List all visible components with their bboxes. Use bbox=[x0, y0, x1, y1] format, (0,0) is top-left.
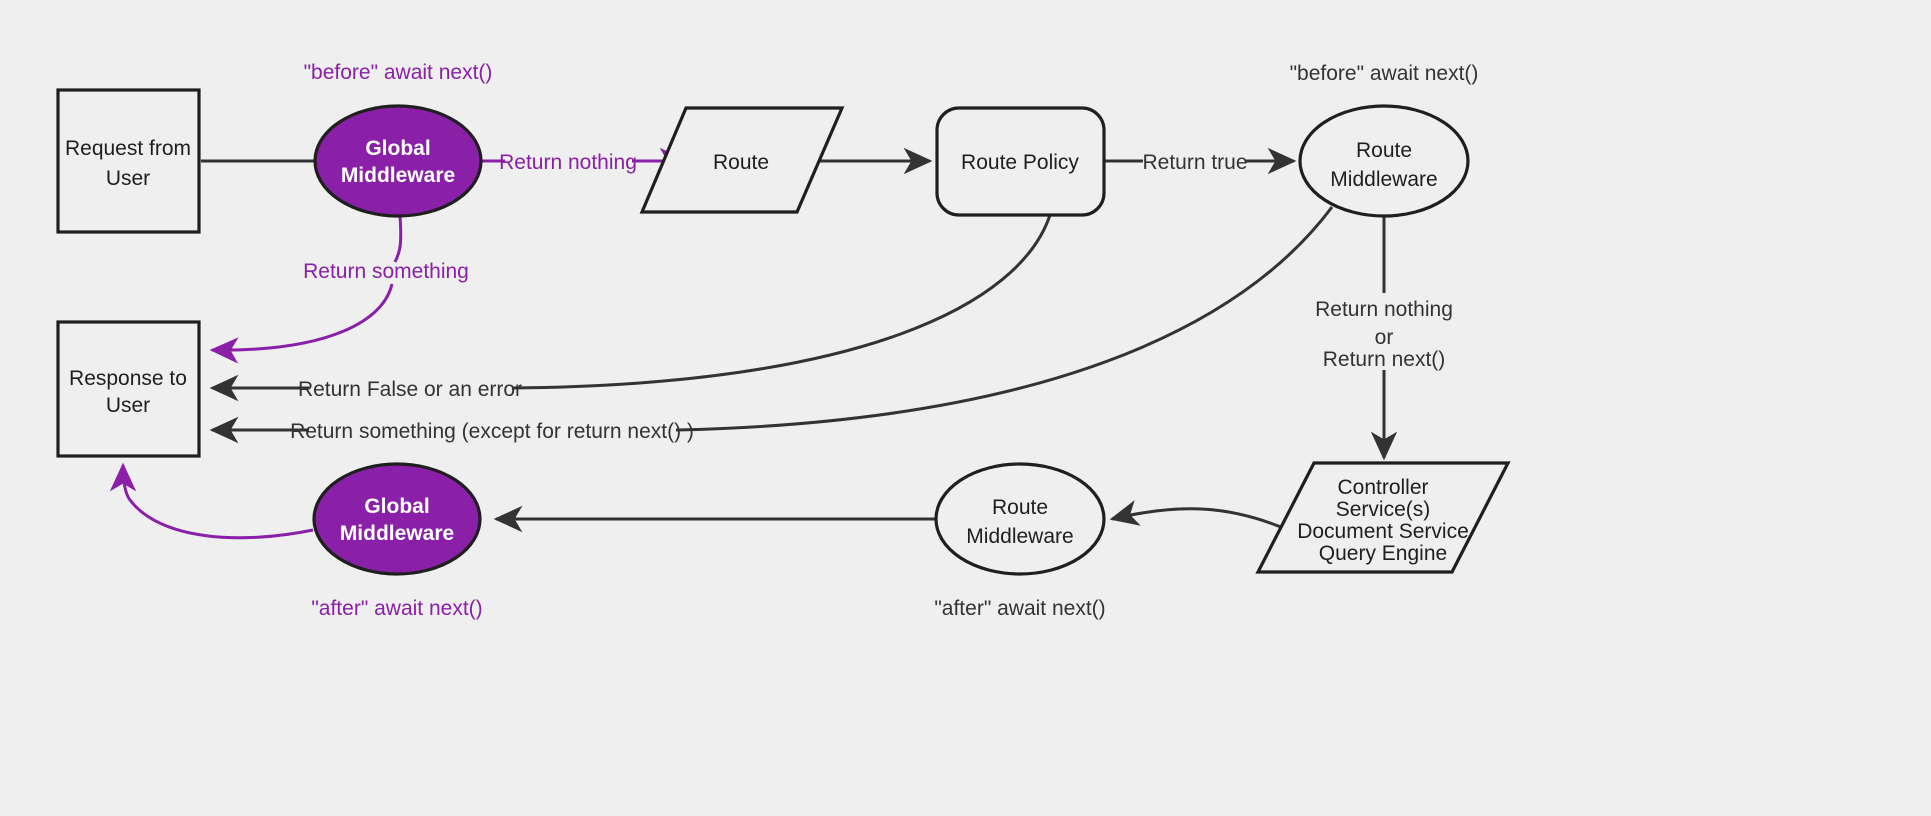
controller-services-line2: Service(s) bbox=[1336, 498, 1431, 521]
annotation-before-await-next-route: "before" await next() bbox=[1290, 62, 1479, 85]
edge-controller-to-route-middleware-bottom bbox=[1109, 500, 1289, 532]
node-response-to-user[interactable]: Response to User bbox=[56, 320, 201, 458]
global-middleware-bottom-line2: Middleware bbox=[340, 522, 454, 545]
response-to-user-line2: User bbox=[106, 394, 150, 417]
route-policy-label: Route Policy bbox=[961, 151, 1079, 174]
edge-label-return-nothing-or-next-line1: Return nothing bbox=[1315, 298, 1453, 321]
response-to-user-line1: Response to bbox=[69, 367, 187, 390]
controller-services-line1: Controller bbox=[1337, 476, 1428, 499]
route-label: Route bbox=[713, 151, 769, 174]
edge-global-middleware-bottom-to-response bbox=[109, 462, 314, 540]
route-middleware-top-line1: Route bbox=[1356, 139, 1412, 162]
edge-route-policy-to-response bbox=[209, 214, 1052, 402]
node-route-middleware-bottom[interactable]: Route Middleware bbox=[934, 462, 1106, 576]
edge-label-return-true: Return true bbox=[1142, 151, 1247, 174]
global-middleware-top-line2: Middleware bbox=[341, 164, 455, 187]
edge-label-return-nothing-or-next-line3: Return next() bbox=[1323, 348, 1446, 371]
annotation-after-await-next-route: "after" await next() bbox=[934, 597, 1105, 620]
route-middleware-top-line2: Middleware bbox=[1330, 168, 1437, 191]
request-from-user-line2: User bbox=[106, 167, 150, 190]
node-controller-services[interactable]: Controller Service(s) Document Service Q… bbox=[1255, 461, 1511, 574]
controller-services-line3: Document Service bbox=[1297, 520, 1469, 543]
edge-route-middleware-to-response bbox=[209, 206, 1334, 444]
node-route-middleware-top[interactable]: Route Middleware bbox=[1298, 104, 1470, 218]
global-middleware-top-line1: Global bbox=[365, 137, 430, 160]
controller-services-line4: Query Engine bbox=[1319, 542, 1447, 565]
edge-global-middleware-to-response bbox=[209, 215, 403, 364]
node-route-policy[interactable]: Route Policy bbox=[935, 106, 1106, 217]
node-request-from-user[interactable]: Request from User bbox=[56, 88, 201, 234]
annotation-before-await-next-global: "before" await next() bbox=[304, 61, 493, 84]
edge-label-return-something-except-next: Return something (except for return next… bbox=[290, 420, 694, 443]
node-route[interactable]: Route bbox=[639, 106, 845, 214]
edge-label-return-false-or-error: Return False or an error bbox=[298, 378, 522, 401]
route-middleware-bottom-line1: Route bbox=[992, 496, 1048, 519]
route-middleware-bottom-line2: Middleware bbox=[966, 525, 1073, 548]
annotation-after-await-next-global: "after" await next() bbox=[311, 597, 482, 620]
request-from-user-line1: Request from bbox=[65, 137, 191, 160]
edge-label-return-nothing: Return nothing bbox=[499, 151, 637, 174]
global-middleware-bottom-line1: Global bbox=[364, 495, 429, 518]
node-global-middleware-bottom[interactable]: Global Middleware bbox=[312, 462, 482, 576]
edge-label-return-something: Return something bbox=[303, 260, 469, 283]
node-global-middleware-top[interactable]: Global Middleware bbox=[313, 104, 483, 218]
edge-label-return-nothing-or-next-line2: or bbox=[1375, 326, 1394, 349]
